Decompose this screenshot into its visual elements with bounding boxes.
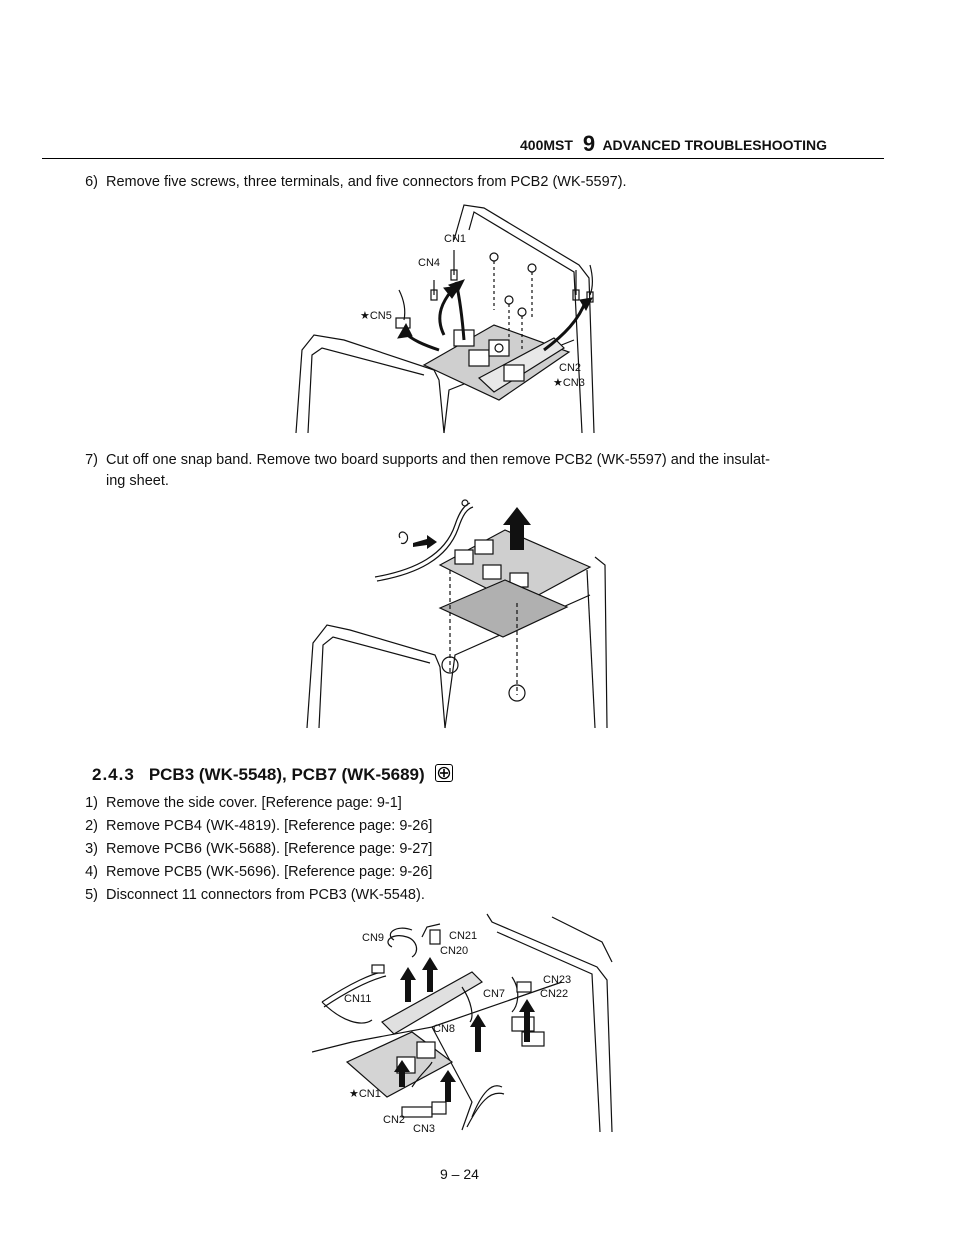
- step-number: 1): [85, 795, 98, 811]
- step-number: 3): [85, 841, 98, 857]
- figure-pcb2-connectors-drawing: CN1 CN4 ★CN5 CN2 ★CN3: [295, 204, 595, 434]
- label-cn5: ★CN5: [360, 310, 392, 322]
- label-cn21: CN21: [449, 930, 477, 942]
- section-title: 2.4.3 PCB3 (WK-5548), PCB7 (WK-5689): [92, 764, 454, 785]
- label-cn9: CN9: [362, 932, 384, 944]
- figure-pcb2-removal-drawing: [306, 499, 608, 729]
- phillips-screwdriver-icon: [435, 764, 454, 782]
- step-text-line-1: Cut off one snap band. Remove two board …: [106, 452, 770, 468]
- header-rule: [42, 158, 884, 159]
- chapter-number: 9: [582, 131, 596, 156]
- step-text: Remove the side cover. [Reference page: …: [106, 795, 402, 811]
- phillips-screwdriver-icon-glyph: [438, 766, 451, 780]
- label-cn4: CN4: [418, 257, 440, 269]
- label-cn1: CN1: [444, 233, 466, 245]
- step-number: 4): [85, 864, 98, 880]
- step-text: Remove five screws, three terminals, and…: [106, 174, 627, 190]
- label-cn22: CN22: [540, 988, 568, 1000]
- step-number: 5): [85, 887, 98, 903]
- label-cn20: CN20: [440, 945, 468, 957]
- step-text: Remove PCB4 (WK-4819). [Reference page: …: [106, 818, 433, 834]
- step-7: 7) Cut off one snap band. Remove two boa…: [72, 450, 872, 494]
- step-text: Remove PCB5 (WK-5696). [Reference page: …: [106, 864, 433, 880]
- label-cn2: CN2: [559, 362, 581, 374]
- page-header: 400MST 9 ADVANCED TROUBLESHOOTING: [520, 130, 880, 156]
- figure-pcb2-removal: [305, 495, 610, 730]
- label-cn7: CN7: [483, 988, 505, 1000]
- label-cn1: ★CN1: [349, 1088, 381, 1100]
- label-cn23: CN23: [543, 974, 571, 986]
- model-name: 400MST: [520, 137, 573, 153]
- label-cn3: ★CN3: [553, 377, 585, 389]
- label-cn2: CN2: [383, 1114, 405, 1126]
- step-text-line-2: ing sheet.: [106, 473, 169, 489]
- section-heading: PCB3 (WK-5548), PCB7 (WK-5689): [148, 765, 425, 784]
- step-text: Disconnect 11 connectors from PCB3 (WK-5…: [106, 887, 425, 903]
- figure-pcb2-connectors: CN1 CN4 ★CN5 CN2 ★CN3: [294, 200, 614, 435]
- step-number: 2): [85, 818, 98, 834]
- step-number: 6): [85, 174, 98, 190]
- page-number: 9 – 24: [440, 1166, 479, 1182]
- figure-pcb3-connectors-drawing: CN9 CN21 CN20 CN23 CN22 CN11 CN7 CN8 ★CN…: [311, 913, 613, 1135]
- figure-pcb3-connectors: CN9 CN21 CN20 CN23 CN22 CN11 CN7 CN8 ★CN…: [311, 912, 618, 1147]
- label-cn8: CN8: [433, 1023, 455, 1035]
- step-number: 7): [85, 452, 98, 468]
- chapter-title: ADVANCED TROUBLESHOOTING: [602, 137, 827, 153]
- section-number: 2.4.3: [92, 765, 135, 784]
- label-cn3: CN3: [413, 1123, 435, 1135]
- label-cn11: CN11: [344, 993, 371, 1005]
- step-text: Remove PCB6 (WK-5688). [Reference page: …: [106, 841, 433, 857]
